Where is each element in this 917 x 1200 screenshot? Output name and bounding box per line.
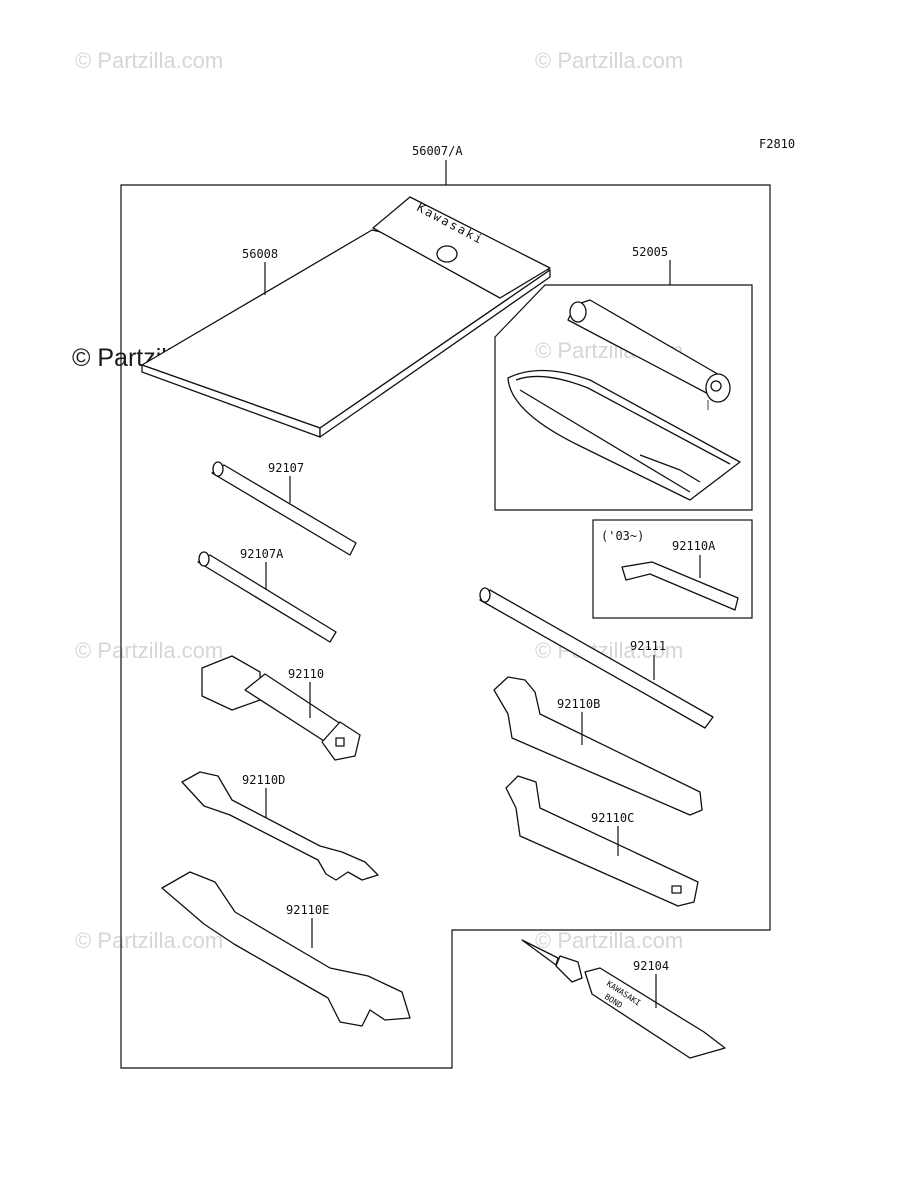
- hex-key-note: ('03~): [601, 529, 644, 543]
- open-wrench-92110E: [161, 871, 411, 1027]
- callout-92110E: 92110E: [286, 903, 329, 917]
- watermark: © Partzilla.com: [75, 638, 223, 663]
- figure-code: F2810: [759, 137, 795, 151]
- watermark: © Partzilla.com: [535, 928, 683, 953]
- hex-key-box: [592, 519, 753, 619]
- callout-92110: 92110: [288, 667, 324, 681]
- tire-pump: [507, 299, 741, 501]
- callout-92110D: 92110D: [242, 773, 285, 787]
- bond-tube: KAWASAKI BOND: [521, 939, 726, 1059]
- screwdriver-bit-92107: [211, 461, 357, 556]
- spark-plug-wrench: [201, 655, 361, 761]
- tool-pouch: Kawasaki: [141, 196, 551, 438]
- kit-outline: [120, 184, 771, 1069]
- callout-92110A: 92110A: [672, 539, 716, 553]
- hook-spanner-92110C: [505, 775, 699, 907]
- callout-92110C: 92110C: [591, 811, 634, 825]
- pump-kit-box: [494, 284, 753, 511]
- watermark: © Partzilla.com: [75, 48, 223, 73]
- watermark: © Partzilla.com: [75, 928, 223, 953]
- callout-92104: 92104: [633, 959, 669, 973]
- callout-92111: 92111: [630, 639, 666, 653]
- callout-92110B: 92110B: [557, 697, 600, 711]
- open-wrench-92110D: [181, 771, 379, 881]
- watermark: © Partzilla.com: [535, 48, 683, 73]
- callout-92107A: 92107A: [240, 547, 284, 561]
- steel-bar: [479, 587, 714, 729]
- hook-spanner-92110B: [493, 676, 703, 816]
- callout-92107: 92107: [268, 461, 304, 475]
- screwdriver-bit-92107A: [197, 551, 337, 643]
- hex-key: [621, 561, 739, 611]
- callout-56007A: 56007/A: [412, 144, 463, 158]
- callout-52005: 52005: [632, 245, 668, 259]
- callout-56008: 56008: [242, 247, 278, 261]
